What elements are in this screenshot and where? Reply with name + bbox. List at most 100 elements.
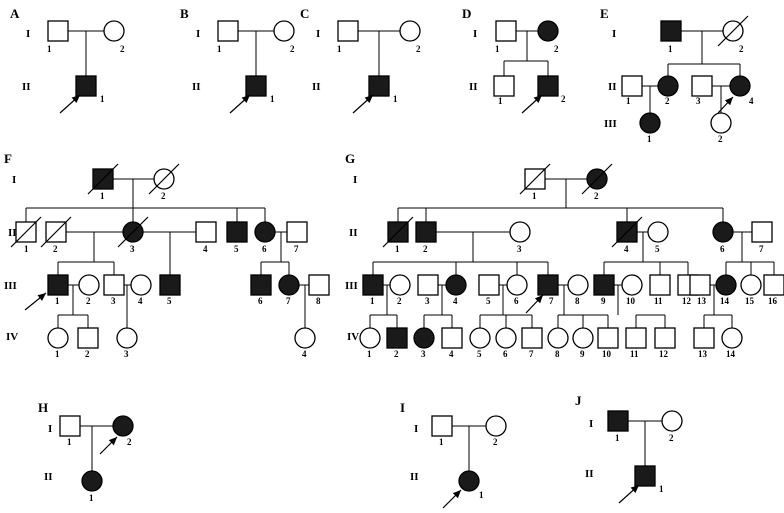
individual-id-label: 1 (24, 244, 29, 254)
individual-male-unaffected[interactable] (751, 221, 773, 243)
individual-male-affected[interactable] (226, 221, 248, 243)
individual-male-affected[interactable] (368, 75, 390, 97)
generation-label-i: I (12, 174, 16, 186)
individual-male-affected[interactable] (159, 274, 181, 296)
individual-male-affected[interactable] (75, 75, 97, 97)
individual-female-unaffected[interactable] (567, 274, 589, 296)
individual-female-unaffected[interactable] (547, 327, 569, 349)
individual-female-affected[interactable] (537, 20, 559, 42)
deceased-slash-icon (519, 163, 551, 195)
individual-female-unaffected[interactable] (572, 327, 594, 349)
proband-arrow-head (241, 95, 250, 104)
individual-female-unaffected[interactable] (485, 415, 507, 437)
individual-female-unaffected[interactable] (103, 20, 125, 42)
individual-female-affected[interactable] (254, 221, 276, 243)
individual-female-unaffected[interactable] (495, 327, 517, 349)
individual-male-unaffected[interactable] (217, 20, 239, 42)
individual-female-unaffected[interactable] (710, 112, 732, 134)
individual-male-unaffected[interactable] (441, 327, 463, 349)
individual-male-affected[interactable] (593, 274, 615, 296)
individual-male-unaffected[interactable] (649, 274, 671, 296)
individual-female-unaffected[interactable] (509, 221, 531, 243)
individual-female-unaffected[interactable] (294, 327, 316, 349)
individual-male-affected[interactable] (537, 274, 559, 296)
individual-male-affected[interactable] (537, 75, 559, 97)
individual-id-label: 3 (517, 244, 522, 254)
individual-id-label: 7 (759, 244, 764, 254)
individual-male-unaffected[interactable] (103, 274, 125, 296)
individual-male-unaffected[interactable] (77, 327, 99, 349)
generation-label-i: I (48, 423, 52, 435)
individual-male-unaffected[interactable] (654, 327, 676, 349)
individual-male-unaffected[interactable] (195, 221, 217, 243)
individual-id-label: 9 (601, 296, 606, 306)
individual-male-unaffected[interactable] (597, 327, 619, 349)
individual-male-unaffected[interactable] (689, 274, 711, 296)
individual-male-unaffected[interactable] (493, 75, 515, 97)
generation-label-i: I (612, 28, 616, 40)
individual-male-unaffected[interactable] (308, 274, 330, 296)
individual-female-affected[interactable] (639, 112, 661, 134)
deceased-slash-icon (382, 216, 414, 248)
individual-female-unaffected[interactable] (647, 221, 669, 243)
generation-label-ii: II (8, 227, 17, 239)
individual-female-unaffected[interactable] (130, 274, 152, 296)
individual-female-affected[interactable] (458, 470, 480, 492)
individual-male-unaffected[interactable] (521, 327, 543, 349)
individual-female-unaffected[interactable] (47, 327, 69, 349)
individual-id-label: 3 (130, 244, 135, 254)
individual-male-affected[interactable] (415, 221, 437, 243)
individual-female-unaffected[interactable] (389, 274, 411, 296)
individual-female-unaffected[interactable] (621, 274, 643, 296)
individual-male-unaffected[interactable] (286, 221, 308, 243)
individual-female-affected[interactable] (712, 221, 734, 243)
individual-female-affected[interactable] (81, 470, 103, 492)
individual-female-affected[interactable] (445, 274, 467, 296)
individual-female-affected[interactable] (413, 327, 435, 349)
individual-id-label: 6 (262, 244, 267, 254)
individual-male-unaffected[interactable] (431, 415, 453, 437)
individual-male-affected[interactable] (245, 75, 267, 97)
individual-male-affected[interactable] (660, 20, 682, 42)
individual-female-unaffected[interactable] (359, 327, 381, 349)
individual-male-affected[interactable] (250, 274, 272, 296)
individual-female-unaffected[interactable] (399, 20, 421, 42)
individual-male-unaffected[interactable] (763, 274, 784, 296)
individual-female-affected[interactable] (657, 75, 679, 97)
individual-id-label: 2 (669, 433, 674, 443)
individual-male-unaffected[interactable] (337, 20, 359, 42)
individual-male-unaffected[interactable] (621, 75, 643, 97)
individual-male-unaffected[interactable] (478, 274, 500, 296)
individual-female-affected[interactable] (729, 75, 751, 97)
individual-male-unaffected[interactable] (691, 75, 713, 97)
individual-male-affected[interactable] (47, 274, 69, 296)
individual-male-unaffected[interactable] (417, 274, 439, 296)
individual-male-unaffected[interactable] (693, 327, 715, 349)
proband-arrow-icon (717, 96, 734, 114)
panel-letter-d: D (462, 6, 471, 21)
individual-male-affected[interactable] (362, 274, 384, 296)
individual-male-affected[interactable] (607, 410, 629, 432)
individual-female-unaffected[interactable] (78, 274, 100, 296)
individual-female-unaffected[interactable] (661, 410, 683, 432)
individual-female-unaffected[interactable] (721, 327, 743, 349)
individual-female-affected[interactable] (278, 274, 300, 296)
individual-id-label: 2 (594, 191, 599, 201)
individual-male-affected[interactable] (386, 327, 408, 349)
individual-male-unaffected[interactable] (495, 20, 517, 42)
individual-female-unaffected[interactable] (116, 327, 138, 349)
individual-id-label: 2 (120, 44, 125, 54)
individual-female-unaffected[interactable] (506, 274, 528, 296)
individual-female-affected[interactable] (715, 274, 737, 296)
individual-male-affected[interactable] (634, 465, 656, 487)
individual-female-unaffected[interactable] (469, 327, 491, 349)
individual-male-unaffected[interactable] (47, 20, 69, 42)
individual-female-unaffected[interactable] (740, 274, 762, 296)
individual-female-affected[interactable] (112, 415, 134, 437)
individual-male-unaffected[interactable] (59, 415, 81, 437)
individual-male-unaffected[interactable] (625, 327, 647, 349)
individual-female-unaffected[interactable] (273, 20, 295, 42)
generation-label-ii: II (349, 227, 358, 239)
deceased-slash-icon (87, 163, 119, 195)
